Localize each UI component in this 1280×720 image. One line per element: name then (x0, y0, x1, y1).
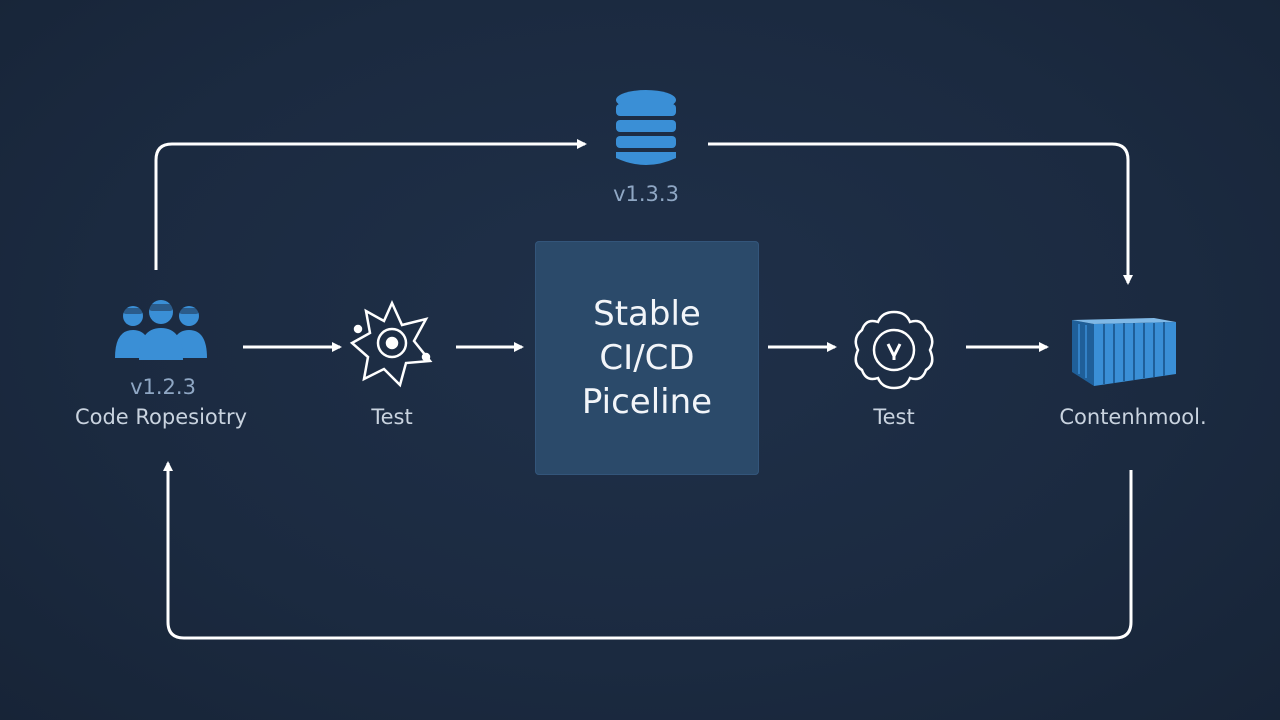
test-label-2: Test (873, 405, 915, 429)
shipping-container-icon (1072, 318, 1176, 386)
arrow-database-to-container (708, 142, 1133, 285)
database-version: v1.3.3 (613, 182, 679, 206)
pipeline-box: Stable CI/CD Piceline (535, 241, 759, 475)
arrow-container-to-repo (163, 461, 1133, 640)
container-label: Contenhmool. (1059, 405, 1207, 429)
repository-version: v1.2.3 (130, 375, 196, 399)
pipeline-line-3: Piceline (581, 382, 713, 422)
gear-badge-icon (854, 310, 934, 390)
pipeline-line-1: Stable (593, 294, 701, 334)
gear-star-icon (349, 299, 433, 388)
arrow-repo-to-database (154, 139, 587, 270)
repository-label: Code Ropesiotry (74, 405, 248, 429)
team-icon (115, 300, 207, 360)
test-label-1: Test (371, 405, 413, 429)
database-icon (616, 90, 676, 165)
pipeline-line-2: CI/CD (599, 338, 695, 378)
